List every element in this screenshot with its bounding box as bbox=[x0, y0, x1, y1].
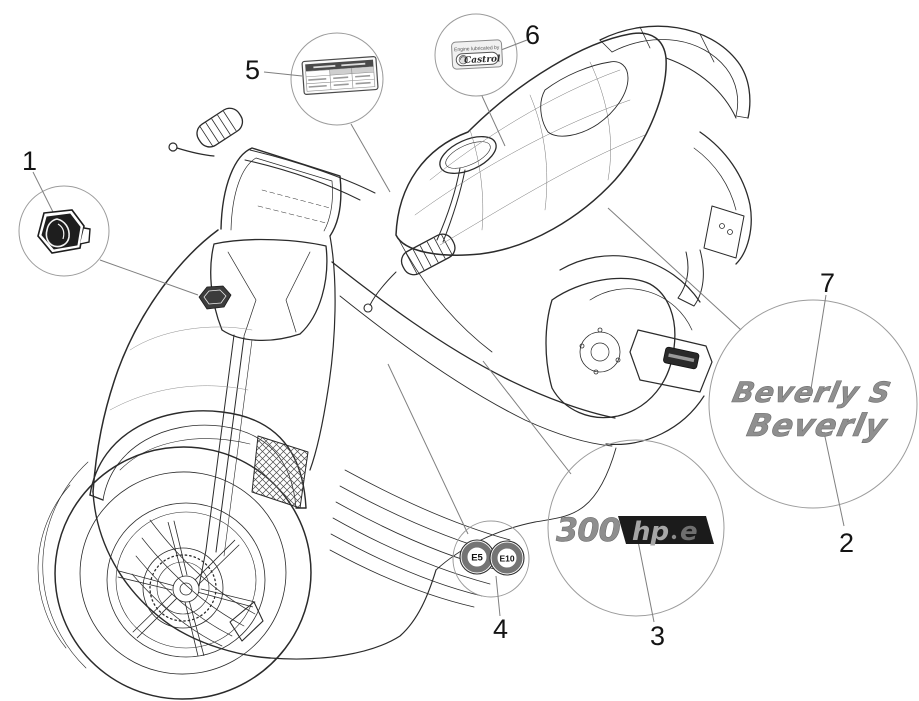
front-fork bbox=[198, 334, 253, 587]
callout-number-6: 6 bbox=[525, 20, 540, 50]
callouts: 1 5 bbox=[18, 13, 918, 651]
tail-section bbox=[665, 57, 752, 307]
hpe-300-decal: 300 hp e bbox=[556, 511, 714, 549]
castrol-sticker: Engine lubricated by Castrol bbox=[451, 39, 503, 70]
e5-badge: E5 bbox=[459, 539, 495, 575]
muffler-badge bbox=[663, 346, 700, 370]
hpe-prefix: 300 bbox=[556, 511, 621, 549]
callout-number-4: 4 bbox=[493, 614, 508, 644]
scooter-line-art bbox=[37, 25, 752, 700]
shield-badge-on-bike bbox=[198, 285, 232, 310]
callout-6-castrol-sticker: Engine lubricated by Castrol 6 bbox=[434, 13, 540, 147]
callout-number-5: 5 bbox=[245, 55, 260, 85]
beverly-decal: Beverly bbox=[744, 408, 891, 444]
callout-number-2: 2 bbox=[839, 528, 854, 558]
e10-text: E10 bbox=[499, 554, 514, 564]
callout-1-piaggio-emblem: 1 bbox=[18, 146, 199, 296]
castrol-logo-text: Castrol bbox=[464, 54, 501, 66]
callout-beverly-decals: Beverly S Beverly 7 2 bbox=[607, 207, 918, 558]
hpe-mid: hp bbox=[632, 517, 669, 547]
piaggio-hexagon-emblem bbox=[37, 209, 91, 254]
left-handgrip bbox=[196, 107, 244, 148]
castrol-sticker-line1: Engine lubricated by bbox=[454, 45, 500, 53]
front-shield bbox=[92, 229, 437, 660]
callout-number-1: 1 bbox=[22, 146, 37, 176]
tyre-pressure-data-label bbox=[301, 56, 379, 95]
callout-5-tyre-label: 5 bbox=[245, 32, 391, 193]
hpe-suffix: e bbox=[680, 517, 698, 547]
callout-number-7: 7 bbox=[820, 268, 835, 298]
brake-lever-ball bbox=[168, 142, 178, 152]
callout-number-3: 3 bbox=[650, 621, 665, 651]
handlebars bbox=[168, 107, 497, 313]
callout-4-fuel-badges: E5 E10 4 bbox=[387, 363, 530, 644]
right-handgrip bbox=[400, 233, 456, 276]
mirror bbox=[439, 136, 497, 174]
front-wheel bbox=[37, 446, 312, 700]
e10-badge: E10 bbox=[489, 540, 525, 576]
rear-wheel-and-engine bbox=[545, 255, 713, 446]
e5-text: E5 bbox=[471, 553, 483, 564]
beverly-s-decal: Beverly S bbox=[729, 376, 894, 409]
callout-3-300hpe: 300 hp e 3 bbox=[482, 360, 725, 651]
windshield bbox=[220, 147, 342, 237]
rear-grab-rail bbox=[599, 25, 751, 119]
